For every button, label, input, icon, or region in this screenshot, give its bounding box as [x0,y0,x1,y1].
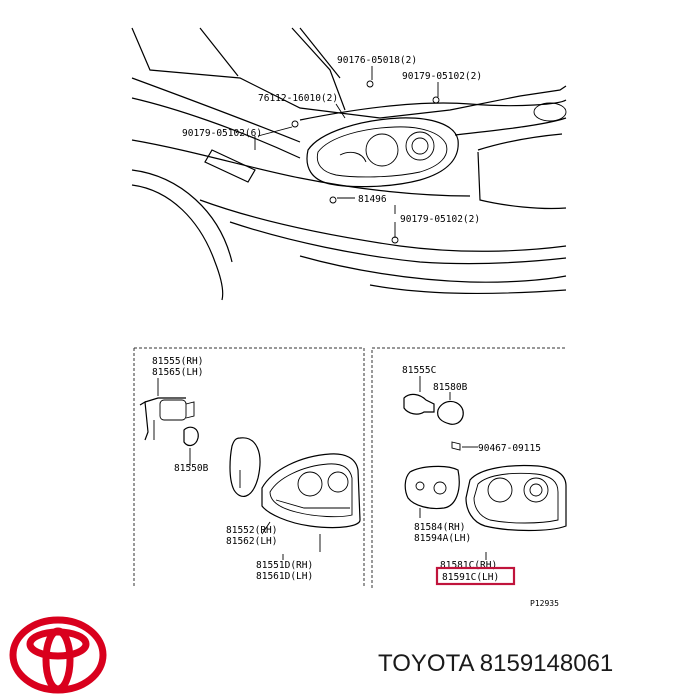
part-81581c-rh: 81581C(RH) [440,560,497,571]
part-81562-lh: 81562(LH) [226,536,277,547]
diagram-reference-code: P12935 [530,599,559,608]
part-81565-lh: 81565(LH) [152,367,203,378]
part-90467-09115: 90467-09115 [478,443,541,454]
part-81561d-lh: 81561D(LH) [256,571,313,582]
part-81550b: 81550B [174,463,209,474]
callout-90179-05102-a: 90179-05102(2) [402,71,482,82]
part-81591c-lh-highlighted: 81591C(LH) [442,572,499,583]
callout-76112-16010: 76112-16010(2) [258,93,338,104]
part-81552-rh: 81552(RH) [226,525,277,536]
part-81555-rh: 81555(RH) [152,356,203,367]
right-detail-panel [371,347,567,588]
part-81580b: 81580B [433,382,468,393]
vehicle-rear-drawing [131,27,567,301]
callout-90179-05102-c: 90179-05102(2) [400,214,480,225]
highlighted-part-frame [435,566,516,586]
part-81555c: 81555C [402,365,436,376]
top-leader-lines [254,66,439,238]
part-81584-rh: 81584(RH) [414,522,465,533]
left-detail-panel [133,347,365,588]
callout-90176-05018: 90176-05018(2) [337,55,417,66]
callout-81496: 81496 [358,194,387,205]
part-81551d-rh: 81551D(RH) [256,560,313,571]
part-81594a-lh: 81594A(LH) [414,533,471,544]
toyota-logo-icon [9,616,107,694]
brand-part-number: TOYOTA 8159148061 [378,650,614,677]
callout-90179-05102-b: 90179-05102(6) [182,128,262,139]
